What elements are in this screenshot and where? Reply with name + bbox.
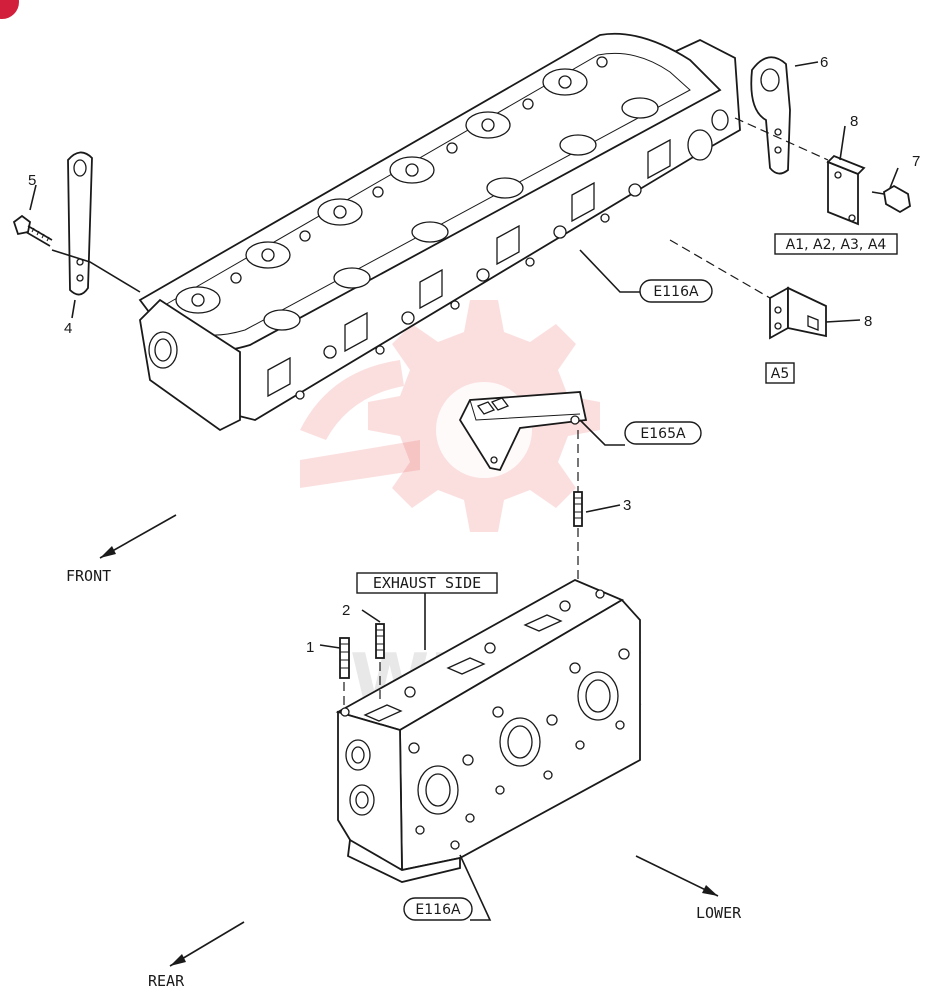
lower-arrow-icon — [635, 855, 719, 897]
assembly-line — [734, 117, 829, 161]
rear-arrow-icon — [169, 921, 245, 967]
front-arrow-icon — [99, 514, 177, 559]
svg-text:EXHAUST SIDE: EXHAUST SIDE — [373, 574, 481, 592]
cylinder-head-upper — [138, 32, 741, 432]
stud-2 — [375, 623, 385, 659]
variant-tag-a-series: A1, A2, A3, A4 — [774, 233, 898, 255]
lifting-strap-4 — [67, 151, 93, 296]
bolt-5 — [12, 214, 53, 247]
support-bracket — [458, 391, 588, 472]
part-number-8-bottom: 8 — [864, 313, 872, 330]
part-number-7: 7 — [912, 153, 920, 170]
stud-1 — [339, 637, 350, 679]
svg-text:A5: A5 — [771, 366, 789, 382]
cylinder-head-lower — [335, 578, 641, 883]
lifting-bracket-6 — [750, 56, 791, 175]
stud-3 — [573, 491, 583, 527]
corner-badge-icon — [0, 0, 19, 19]
exhaust-side-label: EXHAUST SIDE — [356, 572, 498, 594]
bolt-7 — [871, 184, 911, 214]
angle-bracket-8 — [769, 286, 827, 340]
variant-tag-a5: A5 — [765, 362, 795, 384]
svg-text:E116A: E116A — [415, 902, 461, 918]
reference-tag-head-lower: E116A — [403, 897, 473, 921]
part-number-2: 2 — [342, 602, 350, 619]
reference-tag-head-upper: E116A — [639, 279, 713, 303]
svg-text:A1, A2, A3, A4: A1, A2, A3, A4 — [786, 237, 887, 253]
part-number-3: 3 — [623, 497, 631, 514]
direction-front: FRONT — [66, 567, 111, 585]
part-number-4: 4 — [64, 320, 72, 337]
reference-tag-bracket: E165A — [624, 421, 702, 445]
part-number-5: 5 — [28, 172, 36, 189]
direction-rear: REAR — [148, 972, 185, 990]
svg-text:E165A: E165A — [640, 426, 686, 442]
assembly-line — [669, 239, 771, 299]
part-number-8-top: 8 — [850, 113, 858, 130]
part-number-6: 6 — [820, 54, 828, 71]
part-number-1: 1 — [306, 639, 314, 656]
svg-text:E116A: E116A — [653, 284, 699, 300]
direction-lower: LOWER — [696, 904, 742, 922]
cover-plate-8 — [826, 154, 866, 226]
